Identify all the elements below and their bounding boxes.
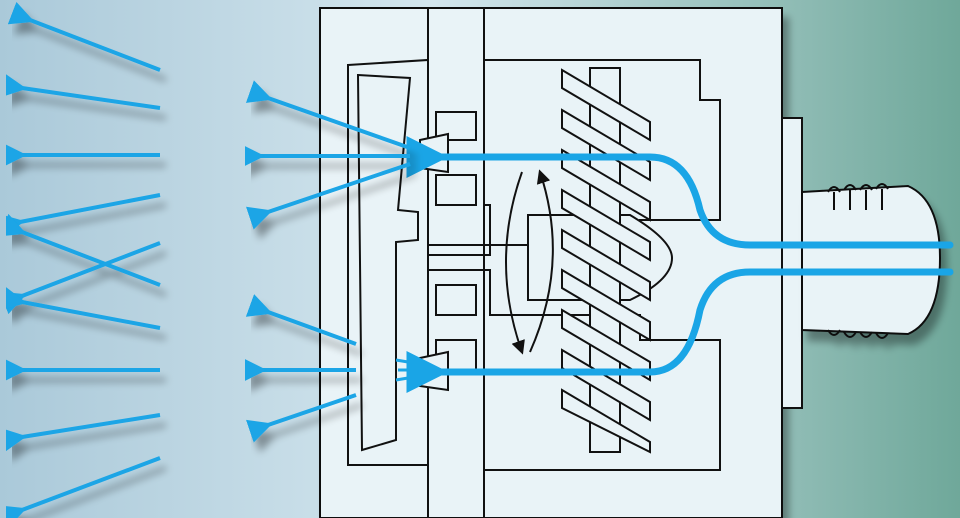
- spray-dashes: [395, 358, 410, 382]
- deflector-plate: [356, 73, 419, 452]
- upper-nozzle-tip: [419, 132, 449, 174]
- flow-arrow-icon: [245, 393, 357, 443]
- outer-spray-arrows: [0, 1, 161, 518]
- rotation-arrow-icon: [505, 169, 554, 355]
- flow-arrow-icon: [1, 73, 161, 110]
- inner-spray-arrows: [240, 80, 411, 443]
- flow-arrow-icon: [1, 413, 161, 452]
- flow-arrow-icon: [0, 213, 161, 287]
- spiral-vanes: [561, 67, 651, 454]
- upper-flow-path: [406, 136, 954, 249]
- flow-arrow-icon: [7, 1, 161, 72]
- flow-arrow-icon: [245, 162, 411, 230]
- lower-flow-path: [406, 268, 954, 393]
- internals: [347, 8, 803, 518]
- rear-flange: [781, 117, 803, 409]
- flow-arrow-icon: [0, 456, 161, 518]
- internal-flow: [406, 136, 954, 393]
- flow-arrow-icon: [0, 286, 161, 330]
- flow-arrow-icon: [0, 193, 161, 238]
- threaded-connector-icon: [801, 183, 942, 339]
- flow-arrow-icon: [245, 80, 411, 150]
- flow-arrow-icon: [245, 294, 357, 346]
- flow-arrow-icon: [0, 241, 161, 315]
